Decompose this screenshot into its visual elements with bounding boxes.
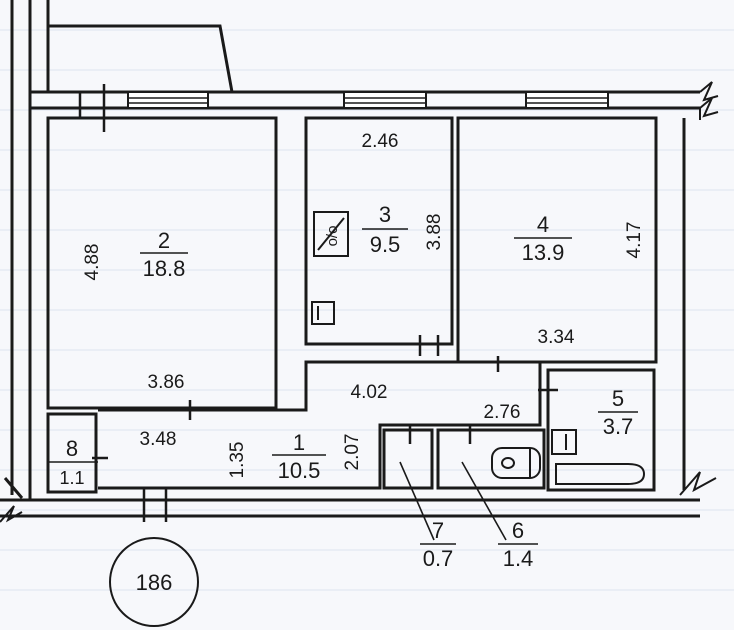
dim-hall-width: 4.02 — [351, 382, 388, 403]
room-6-area: 1.4 — [503, 546, 534, 571]
door-ticks — [92, 335, 558, 522]
dim-room4-width: 3.34 — [538, 327, 575, 348]
room-5-number: 5 — [612, 386, 624, 411]
dim-room3-width: 2.46 — [362, 131, 399, 152]
window-room4 — [525, 91, 609, 109]
apartment-number: 186 — [136, 570, 173, 595]
room-7-area: 0.7 — [423, 546, 454, 571]
dim-hall-height: 1.35 — [227, 442, 248, 479]
left-outer-wall — [3, 0, 32, 500]
room-1-area: 10.5 — [278, 458, 321, 483]
stove-icon — [313, 211, 349, 257]
room-4-outline — [456, 116, 658, 364]
dim-hall-right-height: 2.07 — [342, 434, 363, 471]
balcony-door-mark — [78, 84, 106, 132]
dim-room2-width: 3.86 — [148, 372, 185, 393]
room-8-number: 8 — [66, 436, 78, 461]
room-2-outline — [46, 116, 278, 410]
room-3-number: 3 — [379, 202, 391, 227]
room-6-leader — [461, 461, 507, 541]
room-4-area: 13.9 — [522, 240, 565, 265]
window-room2 — [127, 91, 209, 109]
apartment-number-circle — [109, 537, 199, 627]
room-6-outline — [436, 428, 546, 490]
background-grid — [0, 29, 734, 591]
room-2-number: 2 — [158, 228, 170, 253]
dim-corridor-width: 2.76 — [484, 402, 521, 423]
toilet-icon — [491, 447, 541, 479]
bathtub-icon — [555, 463, 646, 485]
room-5-area: 3.7 — [603, 414, 634, 439]
dim-room3-height: 3.88 — [424, 214, 445, 251]
dim-room2-height: 4.88 — [82, 244, 103, 281]
window-room3 — [343, 91, 427, 109]
washbasin-icon — [551, 429, 577, 455]
room-1-outline — [98, 360, 542, 490]
room-2-area: 18.8 — [143, 256, 186, 281]
right-outer-wall — [679, 108, 717, 496]
room-5-outline — [546, 368, 656, 492]
room-4-number: 4 — [537, 212, 549, 237]
room-7-leader — [399, 461, 435, 541]
room-6-number: 6 — [512, 518, 524, 543]
room-8-outline — [46, 412, 98, 494]
room-3-outline — [304, 116, 454, 346]
room-7-number: 7 — [432, 518, 444, 543]
room-7-outline — [382, 428, 434, 490]
room-3-area: 9.5 — [370, 232, 401, 257]
stove-label: о/о — [324, 226, 341, 247]
dim-room4-height: 4.17 — [624, 222, 645, 259]
sink-icon — [311, 301, 335, 325]
room-1-number: 1 — [293, 430, 305, 455]
room-8-area: 1.1 — [59, 468, 84, 488]
fraction-bars — [48, 228, 638, 545]
bottom-outer-wall — [0, 498, 700, 523]
dim-hall-left-width: 3.48 — [140, 429, 177, 450]
